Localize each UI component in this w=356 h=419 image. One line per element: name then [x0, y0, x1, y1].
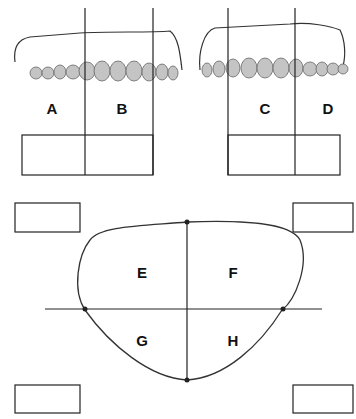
region-letter: A	[47, 101, 58, 116]
region-letter: H	[228, 333, 239, 348]
region-letter: E	[137, 265, 147, 280]
tongue	[45, 220, 322, 383]
teeth	[30, 58, 348, 81]
region-letter: C	[260, 101, 271, 116]
region-letter: B	[117, 101, 128, 116]
division-lines	[85, 8, 295, 175]
region-letter: G	[136, 333, 148, 348]
region-letter: F	[228, 265, 237, 280]
answer-boxes	[15, 135, 353, 413]
region-letter: D	[323, 101, 334, 116]
